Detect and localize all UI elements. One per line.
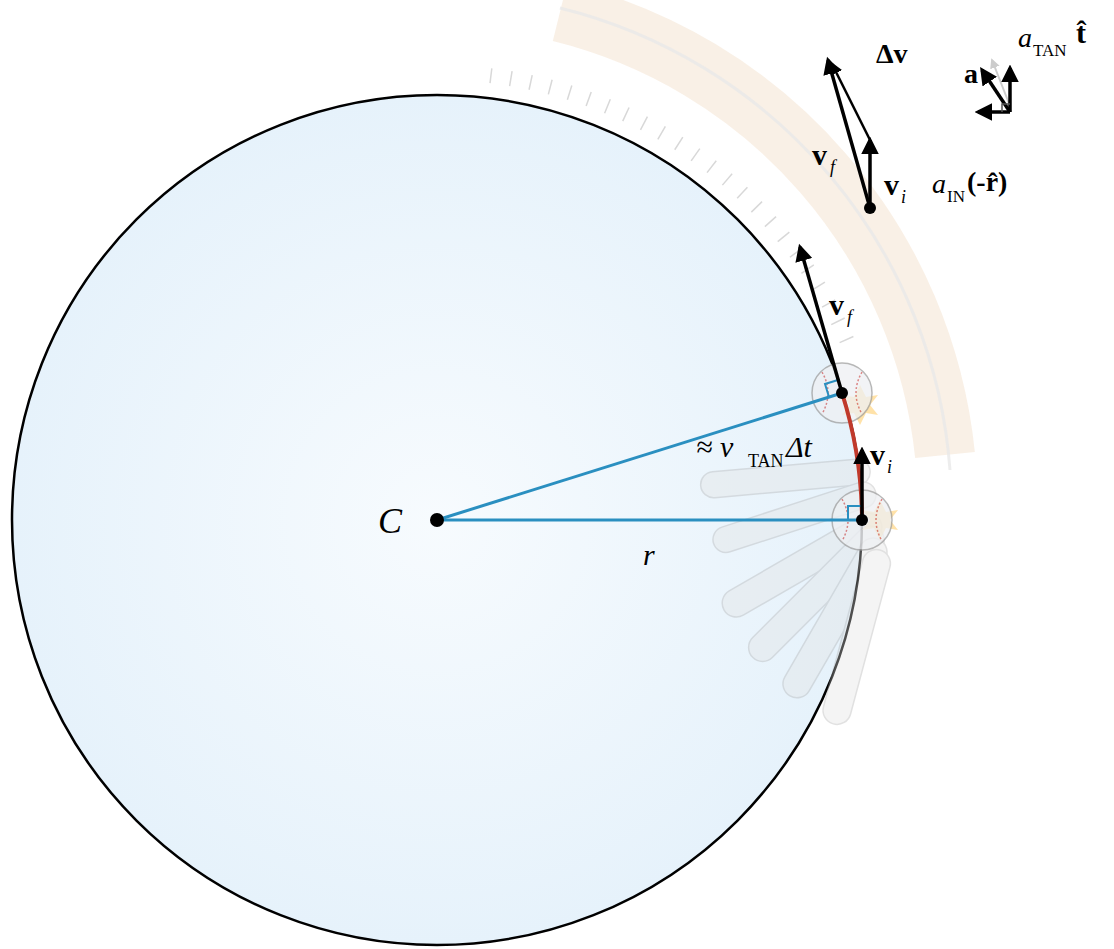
tick-mark — [548, 80, 552, 95]
subscript: IN — [947, 188, 965, 205]
subscript: i — [887, 458, 892, 476]
tick-mark — [707, 161, 716, 173]
inward-arrow — [978, 110, 1010, 114]
tick-mark — [778, 232, 790, 241]
tick-mark — [812, 282, 825, 290]
vector-label: v — [884, 170, 899, 200]
circle-path — [12, 95, 862, 945]
velocity-arrow — [800, 247, 842, 393]
tick-mark — [640, 117, 647, 130]
delta-v-arrow — [832, 64, 870, 140]
subscript: TAN — [748, 452, 784, 470]
tick-mark — [765, 217, 776, 227]
vector-label: v — [812, 140, 827, 170]
tick-mark — [722, 174, 732, 185]
tick-mark — [567, 85, 571, 99]
tick-mark — [737, 187, 747, 198]
radius-label: r — [643, 540, 655, 570]
arc-length-label: Δt — [786, 432, 812, 462]
vector-label: v — [829, 290, 844, 320]
component-label: a — [1018, 24, 1032, 52]
tick-mark — [605, 99, 611, 113]
subscript: f — [847, 308, 852, 326]
tick-mark — [510, 71, 512, 86]
subscript: i — [901, 188, 906, 206]
tick-mark — [623, 108, 629, 122]
velocity-arrow — [860, 450, 864, 520]
radius-line — [437, 393, 842, 520]
right-angle-mark — [1002, 104, 1010, 112]
tick-mark — [675, 137, 683, 150]
acceleration-arrow — [982, 70, 1010, 112]
vector-label: a — [964, 60, 978, 88]
center-dot — [430, 513, 444, 527]
arc-segment — [842, 393, 862, 520]
tick-mark — [751, 202, 762, 212]
tick-mark — [691, 149, 700, 161]
unit-vector: t̂ — [1076, 18, 1086, 48]
point-dot — [856, 514, 868, 526]
point-label: C — [378, 503, 402, 539]
velocity-arrow — [828, 60, 870, 208]
vector-label: Δv — [876, 40, 908, 68]
radius-line — [437, 519, 862, 522]
arc-length-label: ≈ v — [696, 432, 733, 462]
point-dot — [864, 202, 876, 214]
subscript: TAN — [1033, 42, 1067, 59]
unit-vector: (-r̂) — [967, 168, 1007, 196]
right-angle-mark — [825, 380, 838, 397]
vector-label: v — [870, 440, 885, 470]
baseball — [812, 363, 892, 550]
tick-mark — [586, 92, 591, 106]
point-dot — [836, 387, 848, 399]
tick-mark — [658, 126, 666, 139]
component-label: a — [932, 170, 946, 198]
tick-mark — [840, 337, 854, 343]
tick-mark — [529, 75, 532, 90]
bat-ghosts — [700, 458, 894, 727]
tangential-arrow — [1008, 68, 1012, 112]
tick-mark — [490, 68, 492, 83]
subscript: f — [830, 158, 835, 176]
